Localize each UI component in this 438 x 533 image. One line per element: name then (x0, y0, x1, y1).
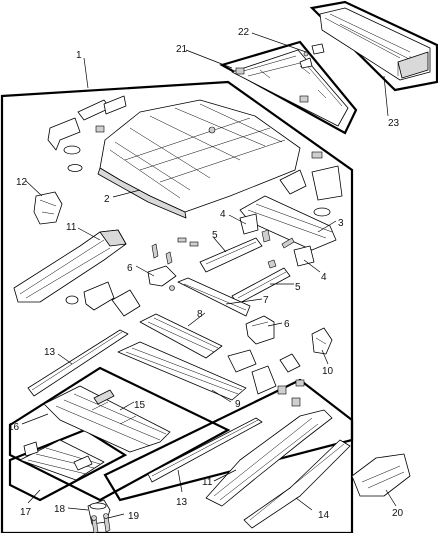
mid-left-brackets (65, 281, 141, 317)
callout-17: 17 (20, 507, 32, 518)
callout-9: 9 (235, 399, 241, 410)
part-9-crossmember (117, 341, 247, 401)
part-13-sill-upper (27, 329, 129, 397)
crossmember-21-frame (219, 40, 358, 135)
part-5-seat-rail-upper (199, 237, 263, 273)
rear-pan-subframe (8, 428, 128, 502)
callout-10: 10 (322, 366, 334, 377)
part-17-rear-pan (19, 439, 105, 481)
part-8-crossmember (139, 313, 223, 359)
crossmember-23-frame (309, 0, 438, 92)
part-6-bracket-lower (245, 315, 275, 345)
part-20-extension (351, 453, 411, 497)
part-11-rear-rail (205, 409, 333, 507)
callout-3: 3 (338, 218, 344, 229)
callout-6-lower: 6 (284, 319, 290, 330)
callout-8: 8 (197, 309, 203, 320)
rear-rail-subframe (103, 378, 354, 502)
part-5-seat-rail-lower (231, 267, 291, 305)
part-3-front-rail-right (239, 151, 343, 251)
part-19-fasteners (91, 513, 111, 533)
upper-left-brackets (47, 95, 127, 172)
callout-22: 22 (238, 27, 250, 38)
center-pan-subframe (8, 366, 231, 502)
callout-19: 19 (128, 511, 140, 522)
callout-21: 21 (176, 44, 188, 55)
callout-11-upper: 11 (66, 222, 77, 233)
callout-16: 16 (8, 422, 20, 433)
callout-2: 2 (104, 194, 110, 205)
part-4-bracket-right (293, 245, 315, 267)
callout-13-upper: 13 (44, 347, 56, 358)
callout-13-lower: 13 (176, 497, 188, 508)
callout-4-lower: 4 (321, 272, 327, 283)
leader-lines (21, 32, 397, 519)
part-6-bracket-upper (147, 265, 177, 291)
callout-6-upper: 6 (127, 263, 133, 274)
callout-5-lower: 5 (295, 282, 301, 293)
callout-11-lower: 11 (202, 477, 213, 488)
callout-18: 18 (54, 504, 66, 515)
main-assembly-frame (0, 80, 354, 533)
callout-14: 14 (318, 510, 330, 521)
part-4-bracket-left (239, 213, 259, 235)
part-7-crossmember (177, 277, 251, 317)
part-22-bracket-set (299, 43, 325, 69)
callout-12: 12 (16, 177, 28, 188)
part-10-bracket (311, 327, 333, 355)
right-misc-brackets (227, 349, 305, 407)
part-14-rear-rail-extension (243, 439, 351, 529)
part-23-rear-crossmember (319, 7, 431, 81)
part-11-front-rail (13, 229, 127, 303)
callout-5-upper: 5 (212, 230, 218, 241)
callout-7: 7 (263, 295, 269, 306)
callout-23: 23 (388, 118, 400, 129)
part-2-front-floor-pan (97, 99, 301, 219)
callout-20: 20 (392, 508, 404, 519)
callout-15: 15 (134, 400, 146, 411)
callout-4-upper: 4 (220, 209, 226, 220)
part-15-center-pan (43, 385, 171, 453)
part-13-sill-lower (147, 417, 263, 483)
stud-hardware (151, 229, 295, 269)
callout-1: 1 (76, 50, 82, 61)
part-12-bracket (33, 191, 63, 225)
